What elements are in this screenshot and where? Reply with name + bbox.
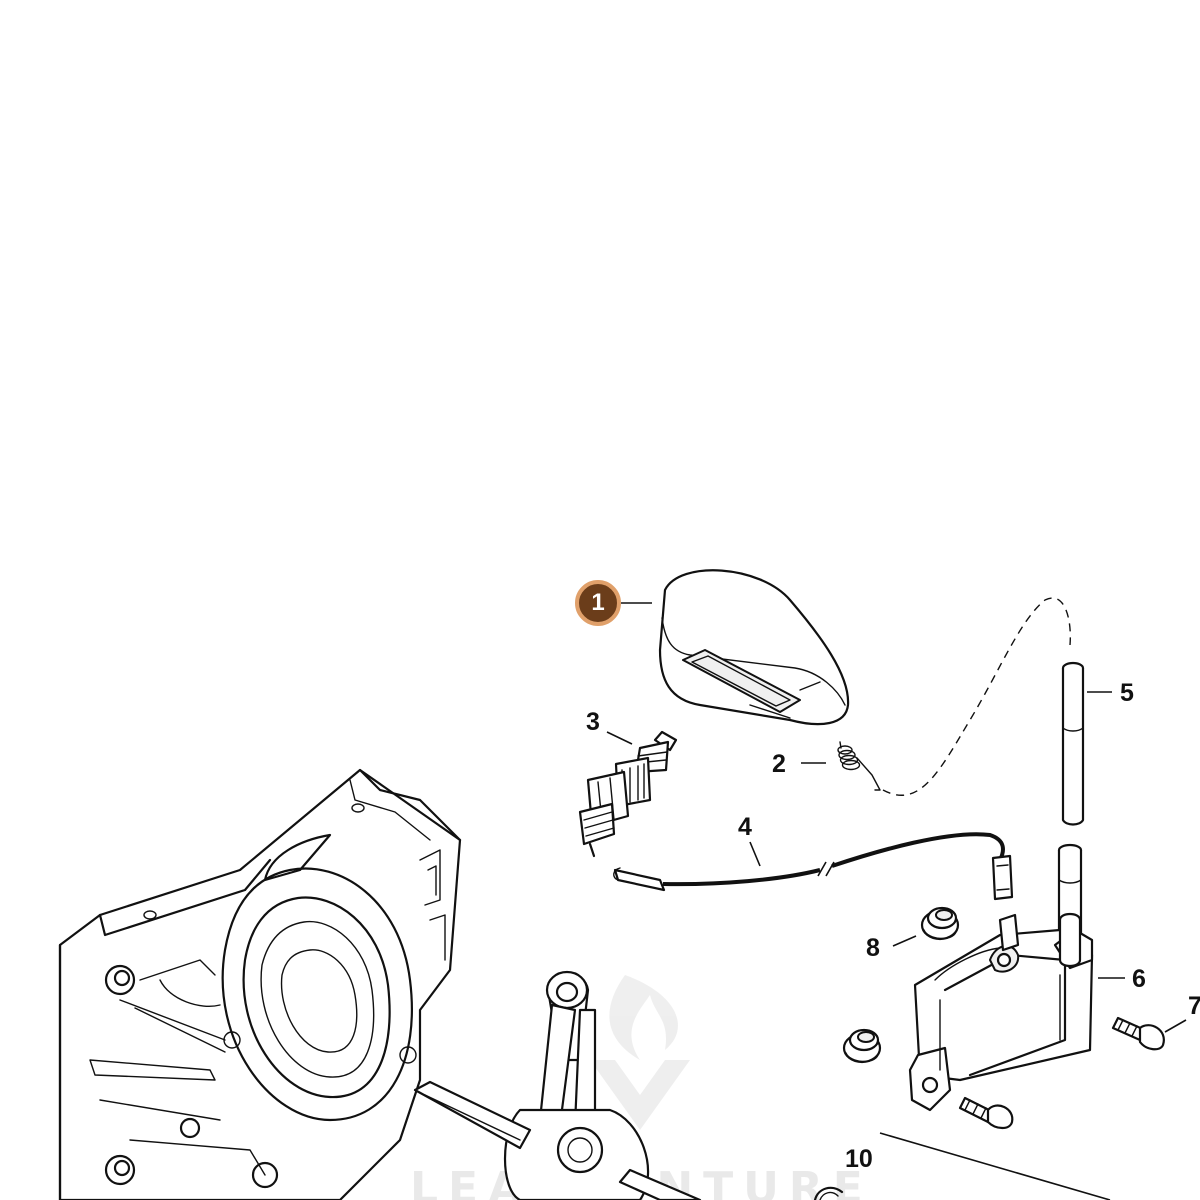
- watermark-emblem: [590, 975, 690, 1130]
- part-label-10[interactable]: 10: [845, 1145, 873, 1173]
- leader-10-bracket: [879, 1132, 1111, 1200]
- assembly-path-dashed: [882, 597, 1072, 796]
- part-label-4[interactable]: 4: [738, 813, 752, 841]
- crankshaft[interactable]: [413, 970, 702, 1200]
- circlip[interactable]: [813, 1186, 844, 1200]
- grommet-lower[interactable]: [842, 1028, 882, 1064]
- screw-lower[interactable]: [958, 1096, 1014, 1130]
- spring[interactable]: [837, 741, 881, 791]
- grommet-upper[interactable]: [920, 906, 960, 941]
- leader-3: [606, 731, 633, 745]
- part-label-6[interactable]: 6: [1132, 965, 1146, 993]
- crankcase[interactable]: [58, 768, 462, 1200]
- part-label-8[interactable]: 8: [866, 934, 880, 962]
- ignition-lead[interactable]: [613, 832, 1014, 901]
- fuel-tube[interactable]: [1057, 661, 1085, 942]
- ignition-module[interactable]: [908, 912, 1094, 1112]
- part-label-7[interactable]: 7: [1188, 992, 1200, 1020]
- part-label-3[interactable]: 3: [586, 708, 600, 736]
- spark-plug[interactable]: [578, 730, 678, 858]
- leader-8: [892, 935, 917, 947]
- part-label-5[interactable]: 5: [1120, 679, 1134, 707]
- callout-1-badge[interactable]: 1: [575, 580, 621, 626]
- leader-7: [1164, 1019, 1187, 1033]
- leader-4: [749, 841, 761, 867]
- screw-7[interactable]: [1111, 1016, 1165, 1051]
- air-filter-cover[interactable]: [658, 569, 850, 726]
- part-label-2[interactable]: 2: [772, 750, 786, 778]
